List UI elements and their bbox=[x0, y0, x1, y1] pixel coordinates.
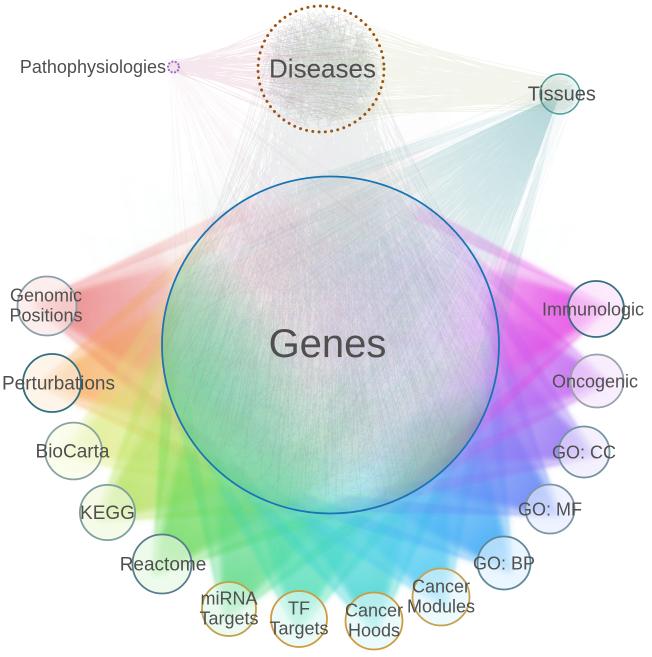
svg-text:Pathophysiologies: Pathophysiologies bbox=[20, 57, 166, 77]
svg-text:Positions: Positions bbox=[9, 306, 82, 326]
svg-text:Genomic: Genomic bbox=[10, 286, 82, 306]
svg-text:GO: CC: GO: CC bbox=[552, 443, 616, 463]
svg-text:miRNA: miRNA bbox=[201, 589, 258, 609]
svg-text:Tissues: Tissues bbox=[528, 84, 596, 106]
svg-text:Reactome: Reactome bbox=[120, 555, 207, 576]
svg-text:Targets: Targets bbox=[269, 619, 328, 639]
svg-text:Immunologic: Immunologic bbox=[542, 300, 644, 320]
svg-text:Targets: Targets bbox=[199, 609, 258, 629]
svg-text:Modules: Modules bbox=[407, 597, 475, 617]
svg-text:KEGG: KEGG bbox=[80, 503, 135, 524]
svg-text:Cancer: Cancer bbox=[345, 601, 403, 621]
svg-text:Diseases: Diseases bbox=[269, 54, 376, 84]
svg-text:BioCarta: BioCarta bbox=[36, 442, 110, 463]
svg-text:Hoods: Hoods bbox=[348, 621, 400, 641]
svg-text:Oncogenic: Oncogenic bbox=[552, 372, 638, 392]
svg-text:Genes: Genes bbox=[269, 322, 387, 366]
svg-text:GO: MF: GO: MF bbox=[518, 500, 582, 520]
svg-text:GO: BP: GO: BP bbox=[473, 554, 535, 574]
svg-text:Perturbations: Perturbations bbox=[2, 374, 115, 395]
svg-text:Cancer: Cancer bbox=[412, 577, 470, 597]
svg-text:TF: TF bbox=[288, 599, 310, 619]
